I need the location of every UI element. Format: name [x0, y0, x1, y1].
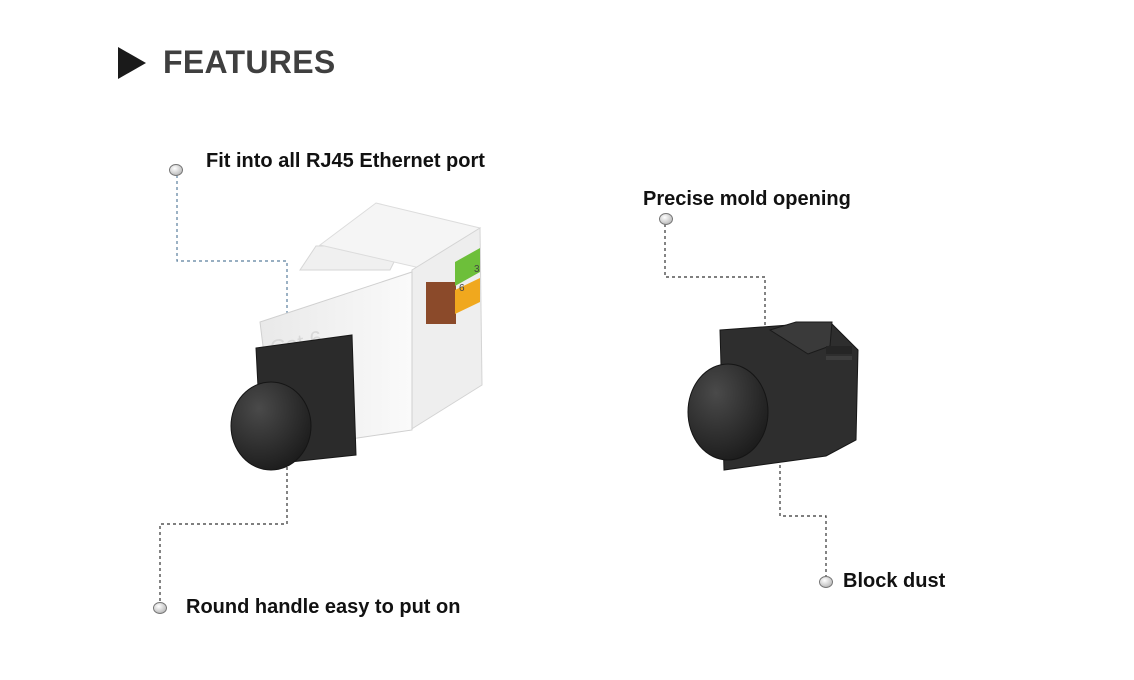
- pin-number-6: 6: [459, 283, 465, 294]
- section-heading: FEATURES: [118, 44, 335, 81]
- leader-line-block-dust: [779, 447, 827, 578]
- leader-dot-block-dust: [819, 576, 833, 588]
- wiring-brown-block: [426, 282, 456, 324]
- callout-round-handle: Round handle easy to put on: [186, 596, 461, 618]
- round-handle-right: [687, 363, 769, 461]
- dust-cap-standalone: [687, 321, 859, 471]
- leader-line-precise-mold: [664, 224, 766, 338]
- leader-dot-round-handle: [153, 602, 167, 614]
- leader-line-fit-port: [176, 175, 288, 350]
- callout-fit-port: Fit into all RJ45 Ethernet port: [206, 150, 485, 172]
- callout-precise-mold: Precise mold opening: [643, 188, 851, 210]
- pin-number-3: 3: [474, 264, 480, 275]
- leader-dot-fit-port: [169, 164, 183, 176]
- leader-dot-precise-mold: [659, 213, 673, 225]
- play-triangle-icon: [118, 46, 146, 79]
- keystone-jack-with-cap: 3 6 Cat 6: [230, 202, 483, 471]
- round-handle: [230, 381, 312, 471]
- page-title: FEATURES: [163, 44, 336, 80]
- leader-line-round-handle: [159, 455, 288, 604]
- callout-block-dust: Block dust: [843, 570, 946, 592]
